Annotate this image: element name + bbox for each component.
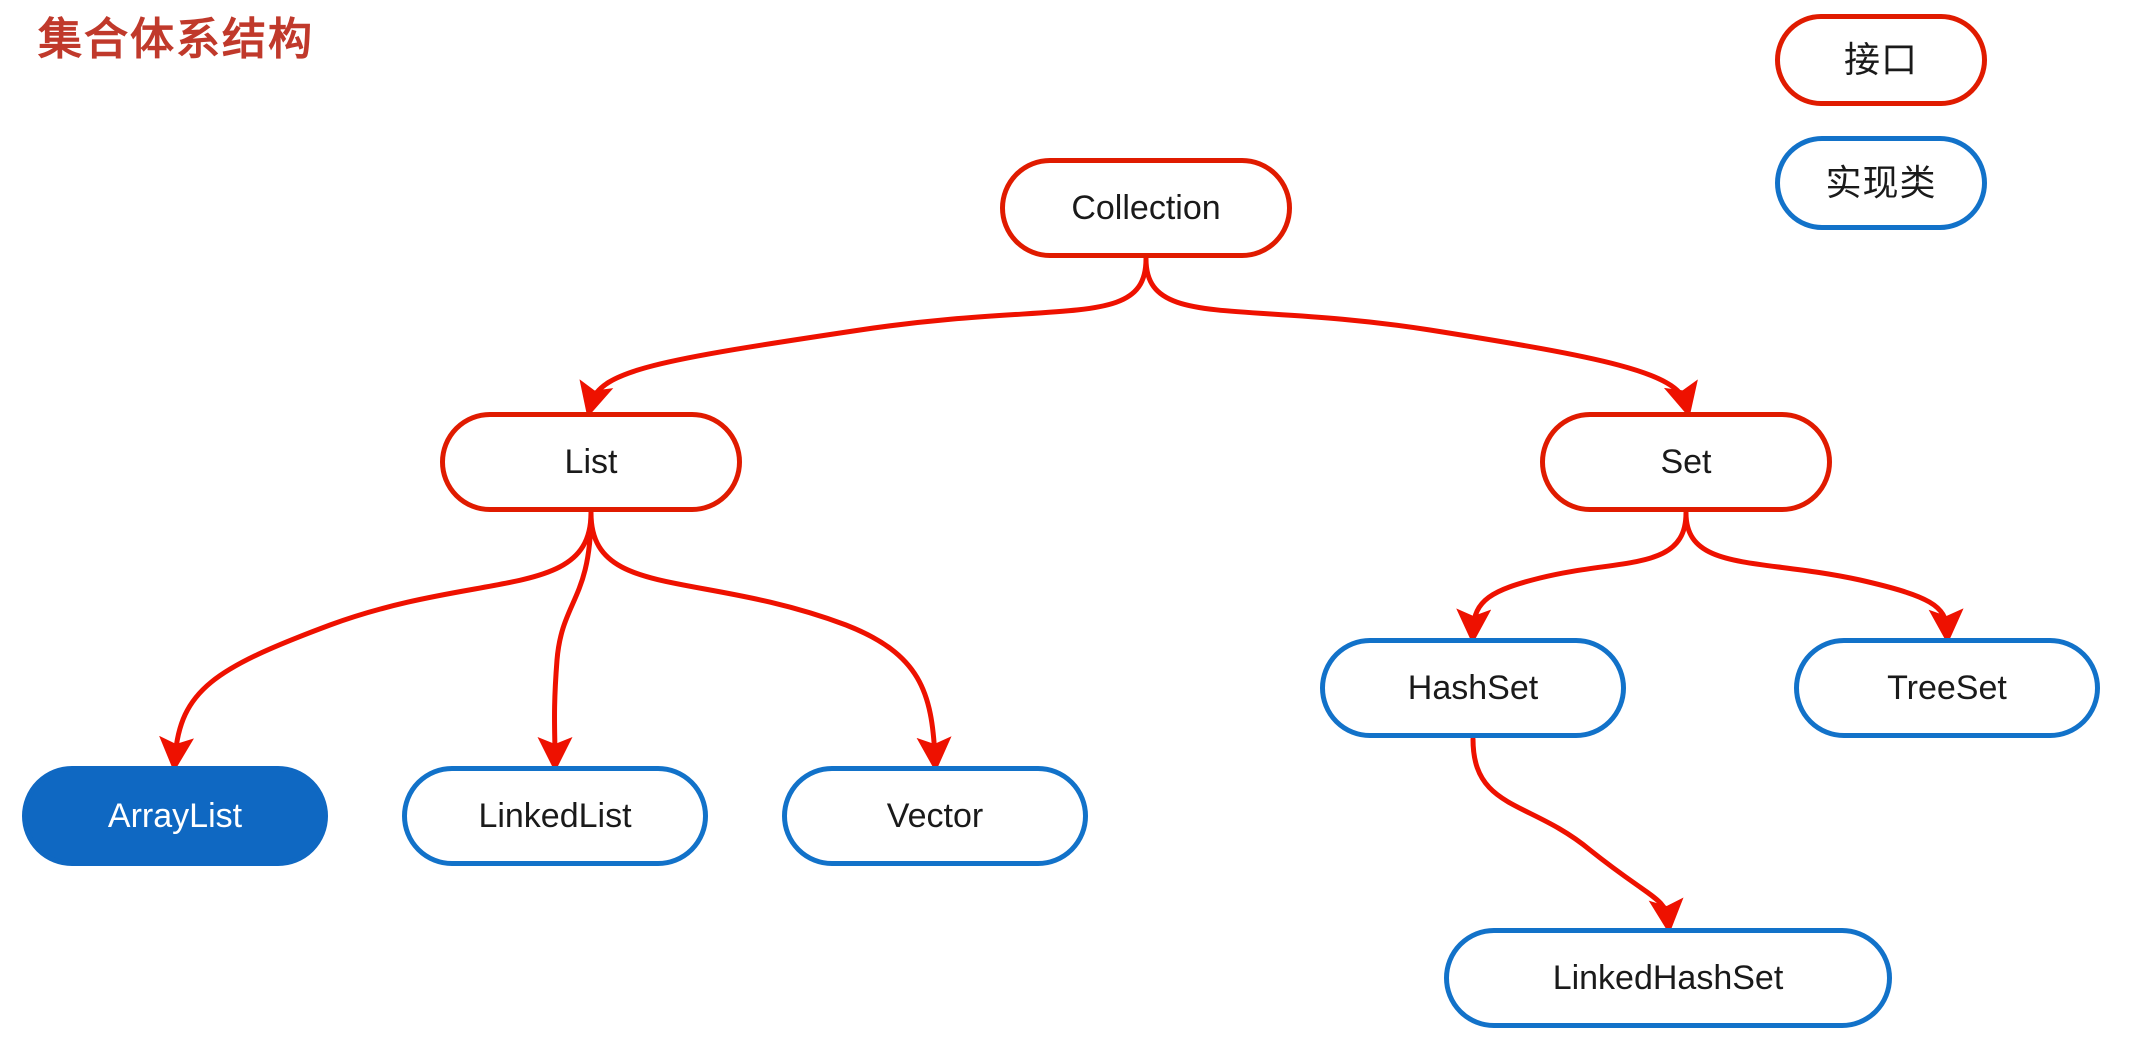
legend-item-interface: 接口 (1775, 14, 1987, 106)
node-set[interactable]: Set (1540, 412, 1832, 512)
edge-list-vector (588, 510, 952, 772)
node-vector-label: Vector (886, 797, 984, 835)
edge-set-hashset (1456, 510, 1689, 644)
node-linkedhashset[interactable]: LinkedHashSet (1444, 928, 1892, 1028)
node-arraylist[interactable]: ArrayList (22, 766, 328, 866)
legend-implementation-label: 实现类 (1825, 162, 1937, 203)
node-vector[interactable]: Vector (782, 766, 1088, 866)
node-treeset-label: TreeSet (1887, 669, 2007, 707)
node-collection-label: Collection (1071, 189, 1221, 227)
edge-hashset-linkedhashset (1470, 736, 1684, 934)
node-hashset-label: HashSet (1407, 669, 1539, 707)
page-title: 集合体系结构 (38, 15, 314, 64)
edge-collection-list (579, 256, 1149, 418)
node-list[interactable]: List (440, 412, 742, 512)
edge-list-arraylist (159, 510, 594, 772)
node-collection[interactable]: Collection (1000, 158, 1292, 258)
node-linkedlist[interactable]: LinkedList (402, 766, 708, 866)
node-list-label: List (564, 443, 618, 481)
node-linkedlist-label: LinkedList (478, 797, 632, 835)
legend-item-implementation: 实现类 (1775, 136, 1987, 230)
legend-interface-label: 接口 (1843, 39, 1918, 80)
edge-list-linkedlist (537, 510, 594, 773)
edge-set-treeset (1683, 510, 1964, 644)
node-set-label: Set (1660, 443, 1712, 481)
node-treeset[interactable]: TreeSet (1794, 638, 2100, 738)
edge-collection-set (1143, 256, 1698, 418)
node-linkedhashset-label: LinkedHashSet (1552, 959, 1784, 997)
node-arraylist-label: ArrayList (107, 797, 243, 835)
node-hashset[interactable]: HashSet (1320, 638, 1626, 738)
